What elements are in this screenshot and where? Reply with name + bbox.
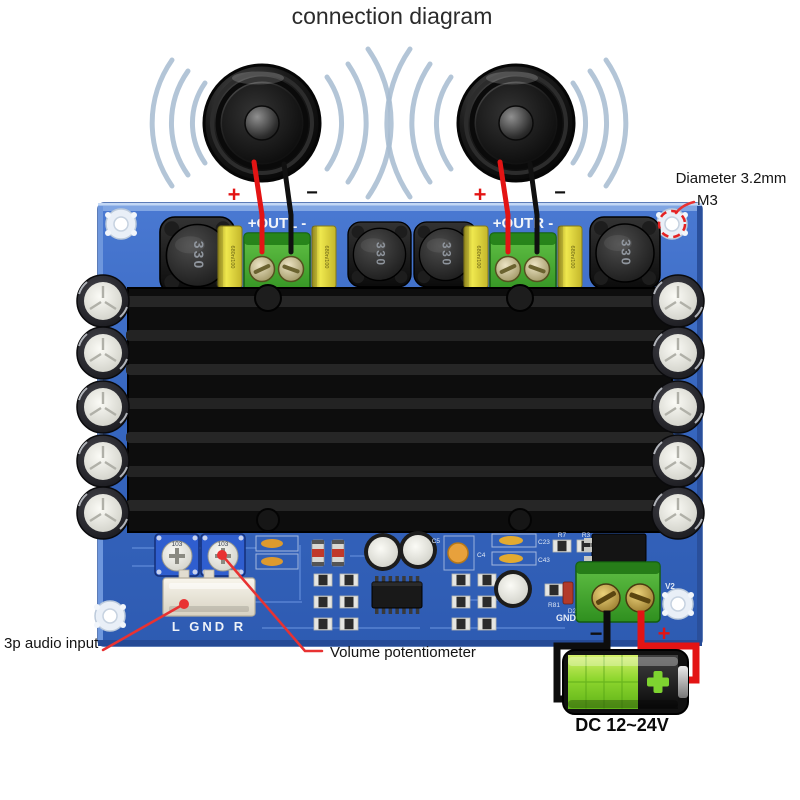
- ref-c5: C5: [432, 538, 441, 545]
- wave-arc: [324, 74, 345, 172]
- gnd-silkscreen: GND: [556, 613, 577, 623]
- amplifier-board: +OUTL - +OUTR -: [75, 202, 706, 647]
- mounting-hole-top-right: [655, 208, 689, 240]
- board-top-edge: [98, 203, 702, 206]
- smd-power-part: [591, 533, 647, 563]
- diameter-annotation: Diameter 3.2mm M3: [657, 170, 787, 239]
- left-plus-label: +: [228, 182, 241, 207]
- battery: [562, 649, 689, 715]
- left-minus-label: −: [306, 182, 318, 204]
- right-speaker: [458, 65, 574, 181]
- film-cap-4: [557, 225, 583, 289]
- left-speaker-negative-wire: [281, 161, 294, 255]
- ref-r81: R81: [548, 602, 560, 609]
- board-bottom-bevel: [98, 640, 702, 646]
- film-cap-1: [217, 225, 243, 289]
- right-speaker-positive-wire: [497, 159, 511, 255]
- out-left-silkscreen: +OUTL -: [248, 215, 306, 232]
- ref-c43: C43: [538, 557, 550, 564]
- left-capacitor-bank: [75, 273, 131, 541]
- board-right-bevel: [697, 206, 702, 646]
- wave-arc: [570, 80, 588, 166]
- board-top-bevel: [98, 203, 702, 211]
- volume-label: Volume potentiometer: [330, 644, 476, 661]
- page-title: connection diagram: [292, 3, 493, 29]
- wave-arc: [433, 74, 454, 172]
- mounting-hole-bottom-left: [93, 600, 127, 632]
- ref-r7: R7: [558, 532, 567, 539]
- left-speaker-positive-wire: [251, 159, 265, 255]
- heatsink-screw: [254, 284, 282, 312]
- ref-r3: R3: [582, 532, 591, 539]
- right-speaker-negative-wire: [527, 161, 540, 255]
- wave-arc: [190, 80, 208, 166]
- power-minus-label: −: [590, 621, 603, 646]
- wave-arc: [409, 61, 433, 185]
- power-terminal-block: [575, 561, 661, 623]
- heatsink: [126, 284, 674, 533]
- heatsink-screw: [508, 508, 532, 532]
- mounting-hole-top-left: [104, 208, 138, 240]
- power-positive-wire: [637, 610, 700, 684]
- inductor-4: [589, 216, 661, 290]
- film-cap-2: [311, 225, 337, 289]
- diode: [562, 581, 574, 605]
- right-speaker-wires: + −: [474, 159, 566, 255]
- ref-c23: C23: [538, 539, 550, 546]
- wave-arc: [587, 68, 609, 178]
- audio-input-label: 3p audio input: [4, 635, 99, 652]
- wave-arc: [345, 61, 369, 185]
- volume-trimmer-left: [154, 533, 200, 577]
- out-right-silkscreen: +OUTR -: [493, 215, 553, 232]
- volume-annotation: Volume potentiometer: [217, 550, 476, 661]
- audio-input-annotation: 3p audio input: [4, 599, 189, 652]
- power-supply-label: DC 12~24V: [575, 715, 669, 735]
- annotation-line: [101, 602, 186, 652]
- battery-terminal-nub: [678, 666, 688, 698]
- heatsink-screw: [506, 284, 534, 312]
- screw-size-label: M3: [697, 192, 718, 209]
- right-plus-label: +: [474, 182, 487, 207]
- right-minus-label: −: [554, 182, 566, 204]
- heatsink-screw: [256, 508, 280, 532]
- v2-silkscreen: V2: [665, 582, 675, 591]
- left-speaker-wires: + −: [228, 159, 318, 255]
- audio-header-silkscreen: L GND R: [172, 619, 246, 634]
- wave-arc: [169, 68, 191, 178]
- ref-d2: D2: [568, 608, 577, 615]
- ref-c4: C4: [477, 552, 486, 559]
- right-capacitor-bank: [650, 273, 706, 541]
- annotation-line: [220, 553, 324, 653]
- left-speaker: [204, 65, 320, 181]
- film-cap-3: [463, 225, 489, 289]
- hole-highlight-circle: [657, 209, 687, 239]
- ic-chip: [371, 576, 423, 614]
- wave-arc: [384, 46, 413, 200]
- misc-small-parts: [255, 531, 497, 631]
- power-plus-label: +: [658, 621, 671, 646]
- mounting-hole-bottom-right: [661, 588, 695, 620]
- diameter-label: Diameter 3.2mm: [676, 170, 787, 187]
- wave-arc: [603, 57, 629, 189]
- wave-arc: [149, 57, 175, 189]
- inductor-2: [347, 221, 412, 288]
